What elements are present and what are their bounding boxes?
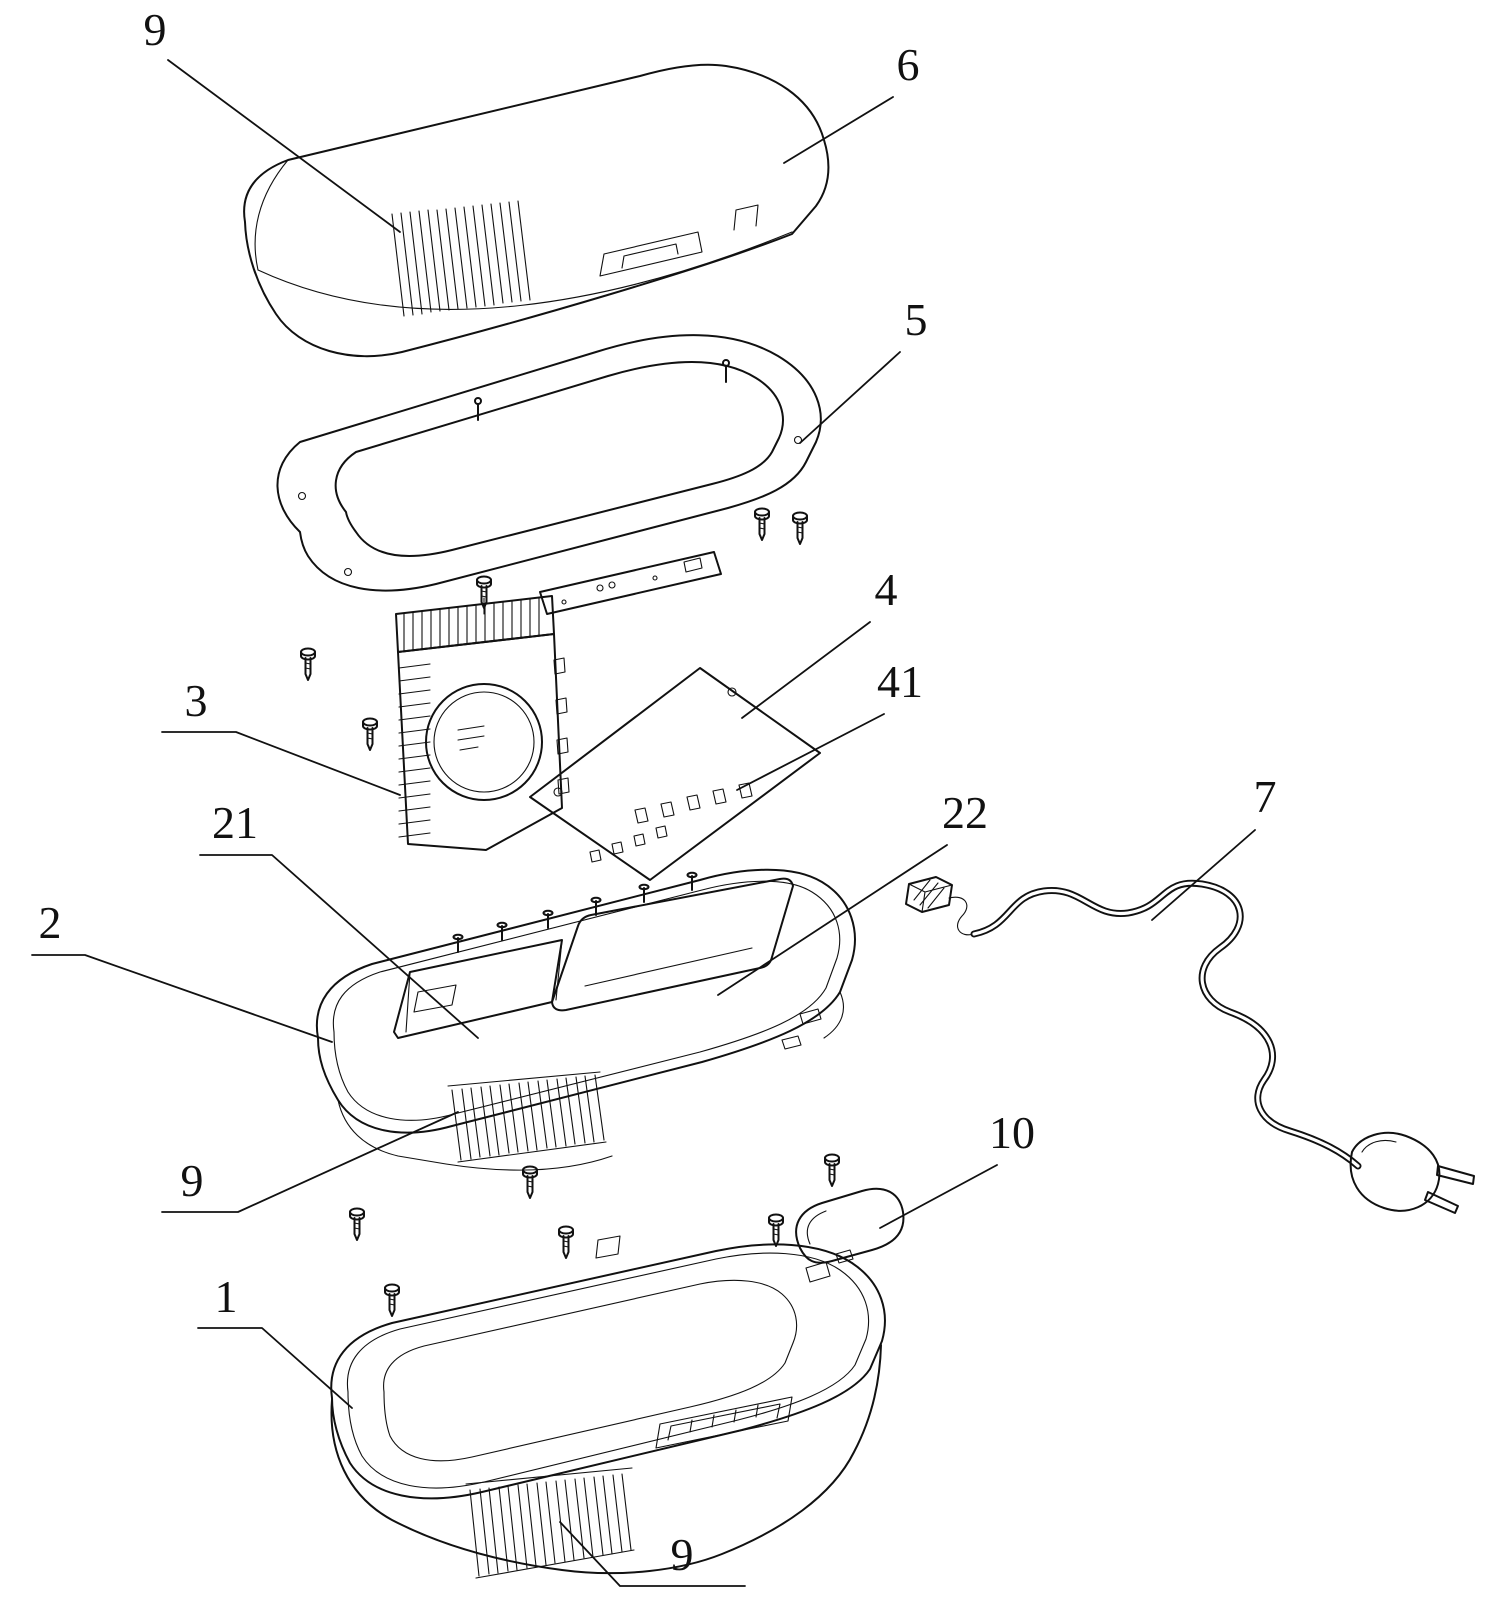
fan-opening [425,683,543,801]
power-plug [1349,1131,1475,1214]
screw [558,1225,574,1259]
part-label-6: 6 [783,39,920,164]
part-label-2: 2 [31,897,333,1043]
bottom-vent-grille [465,1467,635,1579]
leader-line-22 [717,844,948,996]
part-label-5: 5 [799,294,928,444]
part-label-7: 7 [1151,771,1277,921]
top-cover [243,63,830,358]
part-label-21: 21 [199,797,479,1039]
middle-vent-grille [447,1071,607,1163]
part-number-22: 22 [942,787,988,838]
part-number-4: 4 [875,564,898,615]
part-number-9-bottom: 9 [671,1529,694,1580]
leader-line-4 [741,621,871,719]
screw [300,647,316,681]
part-label-9-top: 9 [144,4,401,233]
control-pcb-strip [539,551,722,615]
power-cord [905,876,1475,1214]
cover-vent-grille [391,200,531,317]
part-number-6: 6 [897,39,920,90]
screw [792,511,808,545]
part-label-41: 41 [736,656,923,791]
heat-sink [395,595,570,851]
part-number-9-top: 9 [144,4,167,55]
leader-line-9-mid [161,1111,459,1213]
part-number-10: 10 [989,1107,1035,1158]
part-label-9-bottom: 9 [559,1521,746,1587]
cord-connector [905,876,953,913]
part-label-9-mid: 9 [161,1111,459,1213]
part-number-1: 1 [215,1271,238,1322]
screw [754,507,770,541]
leader-line-10 [879,1164,998,1229]
leader-line-41 [736,713,885,791]
part-label-22: 22 [717,787,988,996]
end-cap [795,1187,905,1264]
leader-line-1 [197,1327,353,1409]
leader-line-5 [799,351,901,444]
handle-recess [655,1396,793,1449]
leader-line-2 [31,954,333,1043]
screw [362,717,378,751]
part-number-5: 5 [905,294,928,345]
frame-gasket [276,334,822,592]
part-number-21: 21 [212,797,258,848]
screw [824,1153,840,1187]
screws-lower [349,1153,840,1317]
compartment-left [393,939,563,1039]
part-label-1: 1 [197,1271,353,1409]
screw [522,1165,538,1199]
part-number-2: 2 [39,897,62,948]
main-circuit-board [529,667,821,881]
part-number-9-mid: 9 [181,1155,204,1206]
part-label-4: 4 [741,564,898,719]
screw [349,1207,365,1241]
screw [768,1213,784,1247]
bottom-housing [330,1235,886,1579]
screw [384,1283,400,1317]
leader-line-21 [199,854,479,1039]
part-number-41: 41 [877,656,923,707]
middle-housing [315,868,856,1171]
leader-line-9-top [167,59,401,233]
compartment-right [551,877,794,1012]
part-label-10: 10 [879,1107,1035,1229]
part-number-3: 3 [185,675,208,726]
leader-line-3 [161,731,401,796]
leader-line-6 [783,96,894,164]
leader-line-9-bottom [559,1521,746,1587]
board-connectors [589,782,753,863]
part-number-7: 7 [1254,771,1277,822]
leader-line-7 [1151,829,1256,921]
part-label-3: 3 [161,675,401,796]
